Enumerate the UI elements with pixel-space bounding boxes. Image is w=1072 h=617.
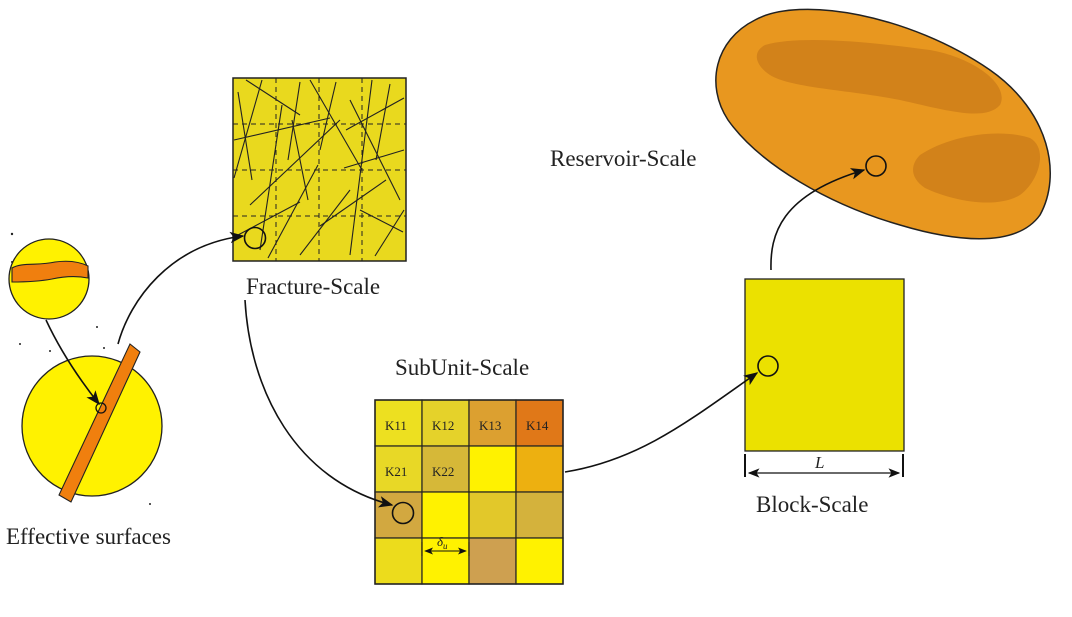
subunit-cell bbox=[515, 445, 564, 493]
block-scale-square bbox=[744, 278, 905, 452]
effective-surfaces-label: Effective surfaces bbox=[6, 524, 171, 549]
core-large-circle-marker bbox=[95, 402, 107, 414]
block-length-label: L bbox=[814, 453, 824, 472]
reservoir-body bbox=[715, 8, 1051, 240]
arrow-subunit-to-block bbox=[564, 372, 759, 473]
subunit-scale-label: SubUnit-Scale bbox=[395, 355, 529, 380]
arrow-fracture-to-subunit bbox=[244, 299, 394, 508]
fracture-lines bbox=[233, 79, 405, 259]
subunit-cell bbox=[515, 537, 564, 585]
subunit-circle-marker bbox=[391, 501, 415, 525]
flow-arrows bbox=[45, 168, 866, 508]
fracture-scale-label: Fracture-Scale bbox=[246, 274, 380, 299]
subunit-cell bbox=[515, 399, 564, 447]
subunit-cell bbox=[421, 537, 470, 585]
reservoir-scale-label: Reservoir-Scale bbox=[550, 146, 696, 171]
core-large-fracture-band bbox=[58, 343, 141, 503]
reservoir-dark-patch-lower bbox=[913, 133, 1041, 203]
block-circle-marker bbox=[757, 355, 779, 377]
core-fracture-band bbox=[11, 260, 89, 283]
delta-u-label: δu bbox=[437, 534, 448, 551]
subunit-cell bbox=[374, 537, 423, 585]
arrow-core-small-to-large bbox=[45, 319, 100, 406]
reservoir-circle-marker bbox=[865, 155, 887, 177]
subunit-grid-border bbox=[374, 399, 564, 585]
subunit-cell-label: K11 bbox=[385, 418, 407, 433]
subunit-cell-label: K22 bbox=[432, 464, 454, 479]
subunit-cell bbox=[421, 491, 470, 539]
subunit-cell-label: K13 bbox=[479, 418, 501, 433]
subunit-cell bbox=[468, 445, 517, 493]
reservoir-dark-patch-upper bbox=[756, 40, 1002, 114]
block-length-dimension bbox=[744, 454, 904, 478]
stray-dots bbox=[10, 232, 151, 505]
core-sample-large bbox=[21, 343, 163, 503]
subunit-cell bbox=[515, 491, 564, 539]
arrow-block-to-reservoir bbox=[770, 168, 866, 271]
subunit-cell bbox=[468, 537, 517, 585]
subunit-cell bbox=[468, 491, 517, 539]
core-sample-small bbox=[8, 238, 90, 320]
subunit-cell-label: K12 bbox=[432, 418, 454, 433]
block-scale-label: Block-Scale bbox=[756, 492, 868, 517]
subunit-cell-label: K14 bbox=[526, 418, 549, 433]
fracture-circle-marker bbox=[243, 226, 267, 250]
subunit-cell bbox=[421, 399, 470, 447]
fracture-dashed-grid bbox=[233, 78, 406, 261]
subunit-cell bbox=[374, 399, 423, 447]
fracture-scale-square bbox=[232, 77, 407, 262]
subunit-cell bbox=[374, 491, 423, 539]
arrow-core-to-fracture bbox=[117, 231, 245, 345]
subunit-cell-label: K21 bbox=[385, 464, 407, 479]
delta-u-dimension bbox=[421, 542, 470, 556]
